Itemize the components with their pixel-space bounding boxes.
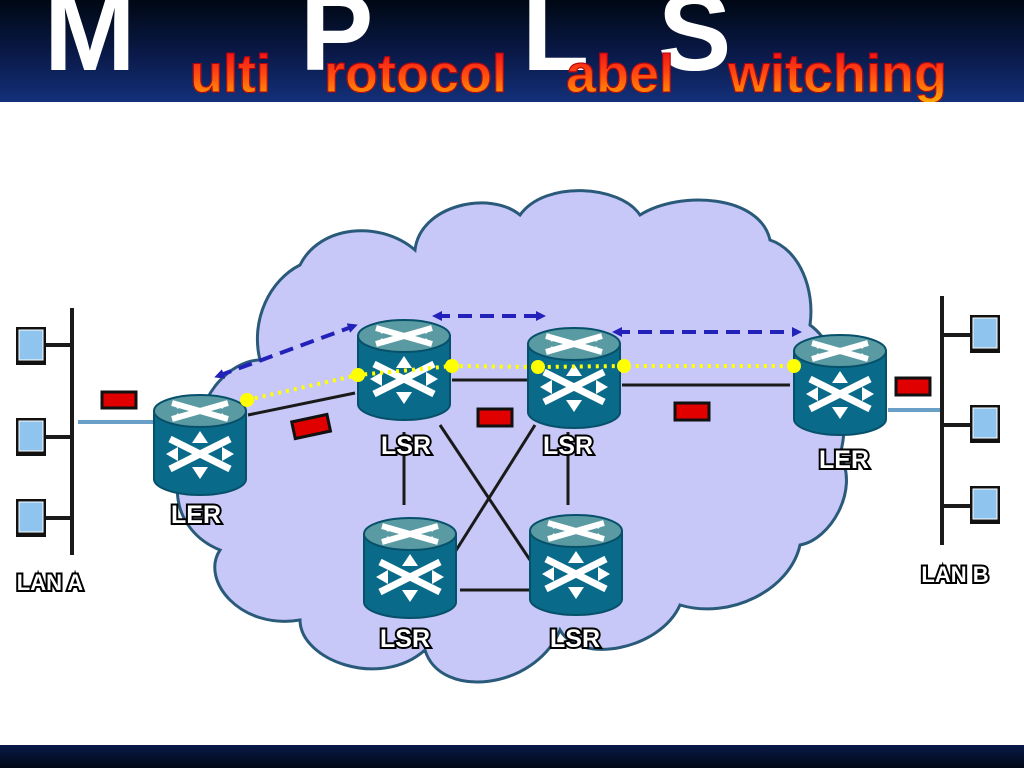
title-initial-s: S [658,0,732,94]
lan-a-computer-icon [15,417,47,457]
lan-a-label: LAN A [17,570,84,595]
ler-left-label: LER [171,501,221,529]
title-initial-l: L [522,0,590,94]
lan-a-network [15,308,155,555]
lsr-bottom-right-label: LSR [550,625,600,653]
packet [289,412,333,441]
packet [673,401,711,422]
ler-right-label: LER [819,446,869,474]
lan-b-computer-icon [969,485,1001,525]
title-word-protocol: rotocol [324,44,508,103]
title-word-label: abel [565,44,675,103]
lan-b-computer-icon [969,404,1001,444]
labeled-packets [100,376,932,441]
packet [476,407,514,428]
lsr-top-left-label: LSR [381,432,431,460]
footer-bar [0,745,1024,768]
title-banner: M P L S ulti rotocol abel witching [0,0,1024,102]
ler-left-router-icon [154,395,246,495]
lsr-top-right-label: LSR [543,432,593,460]
lsr-bottom-left-router-icon [364,518,456,618]
lsr-bottom-right-router-icon [530,515,622,615]
packet [100,390,138,410]
title-word-multi: ulti [190,44,272,103]
lan-a-computer-icon [15,498,47,538]
lan-b-label: LAN B [921,562,988,587]
label-distribution-arrows [214,311,802,379]
lan-b-network [888,296,1001,545]
lsr-top-right-router-icon [528,328,620,428]
lan-b-computer-icon [969,314,1001,354]
title-initial-p: P [300,0,373,88]
ler-right-router-icon [794,335,886,435]
lsr-bottom-left-label: LSR [380,625,430,653]
mpls-cloud [176,189,848,684]
title-initial-m: M [44,0,136,94]
lan-a-computer-icon [15,326,47,366]
title-word-switching: witching [728,44,948,103]
packet [894,376,932,397]
physical-links [247,378,790,592]
